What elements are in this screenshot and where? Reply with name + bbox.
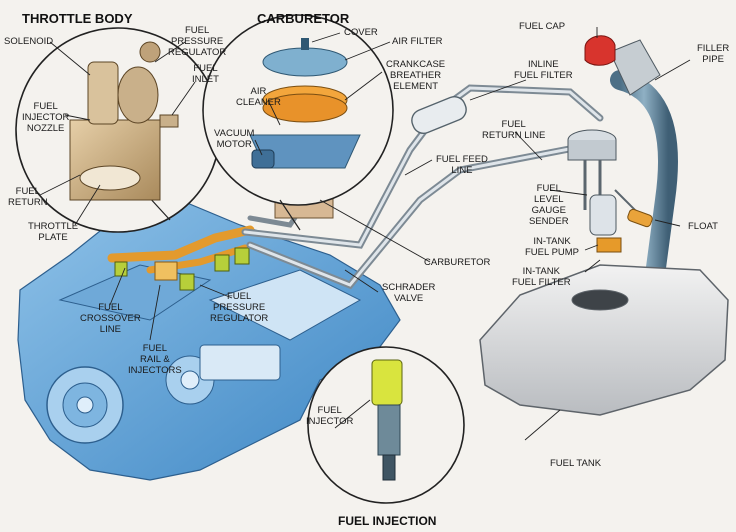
- label-inline-fuel-filter: INLINE FUEL FILTER: [514, 59, 573, 81]
- fuel-cap: [584, 35, 616, 66]
- label-throttle-plate: THROTTLE PLATE: [28, 221, 79, 243]
- label-crankcase-breather: CRANKCASE BREATHER ELEMENT: [386, 59, 446, 92]
- throttle-body-heading: THROTTLE BODY: [22, 11, 133, 26]
- inline-fuel-filter: [411, 96, 467, 134]
- label-in-tank-fuel-filter: IN-TANK FUEL FILTER: [512, 266, 571, 288]
- label-vacuum-motor: VACUUM MOTOR: [214, 128, 255, 150]
- label-air-cleaner: AIR CLEANER: [236, 86, 281, 108]
- label-fuel-return-line: FUEL RETURN LINE: [482, 119, 546, 141]
- label-fuel-inlet: FUEL INLET: [192, 63, 219, 85]
- carburetor-heading: CARBURETOR: [257, 11, 350, 26]
- label-in-tank-fuel-pump: IN-TANK FUEL PUMP: [525, 236, 580, 258]
- label-cover: COVER: [344, 27, 378, 38]
- injector-callout: [307, 346, 465, 504]
- label-fuel-cap: FUEL CAP: [519, 21, 566, 32]
- label-fuel-injector: FUEL INJECTOR: [306, 405, 354, 427]
- label-fuel-return: FUEL RETURN: [8, 186, 48, 208]
- filler-pipe: [609, 39, 678, 285]
- label-fuel-injector-nozzle: FUEL INJECTOR NOZZLE: [22, 101, 70, 134]
- label-carburetor: CARBURETOR: [424, 257, 491, 268]
- fuel-tank: [479, 264, 729, 416]
- label-schrader-valve: SCHRADER VALVE: [382, 282, 436, 304]
- label-float: FLOAT: [688, 221, 718, 232]
- label-solenoid: SOLENOID: [4, 36, 54, 47]
- label-fuel-feed-line: FUEL FEED LINE: [436, 154, 488, 176]
- label-fuel-rail-injectors: FUEL RAIL & INJECTORS: [128, 343, 182, 376]
- label-filler-pipe: FILLER PIPE: [697, 43, 730, 65]
- label-tb-fuel-pressure-regulator: FUEL PRESSURE REGULATOR: [168, 25, 227, 58]
- carburetor-callout: [202, 14, 394, 231]
- fuel-sender-assembly: [567, 129, 653, 253]
- label-air-filter: AIR FILTER: [392, 36, 443, 47]
- label-fuel-tank: FUEL TANK: [550, 458, 602, 469]
- label-fuel-crossover-line: FUEL CROSSOVER LINE: [80, 302, 141, 335]
- fuel-rail: [107, 225, 255, 291]
- label-fuel-pressure-regulator: FUEL PRESSURE REGULATOR: [210, 291, 269, 324]
- leader-lines: [39, 27, 691, 441]
- diagram-title: FUEL INJECTION: [338, 514, 437, 528]
- label-fuel-level-gauge-sender: FUEL LEVEL GAUGE SENDER: [529, 183, 569, 227]
